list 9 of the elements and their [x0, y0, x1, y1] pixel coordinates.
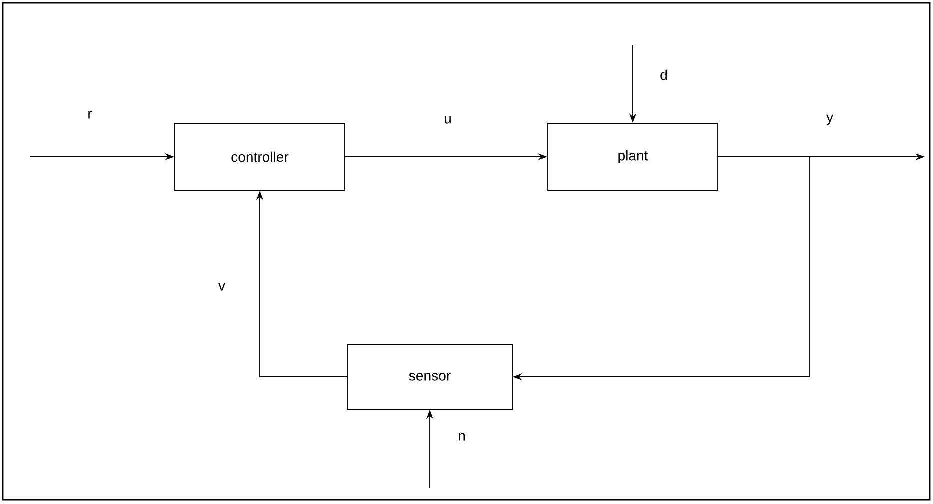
block-box: sensor	[347, 344, 513, 410]
signal-label: u	[445, 116, 451, 124]
signal-label: v	[218, 283, 226, 291]
block-box: controller	[174, 123, 346, 191]
signal-label: r	[88, 111, 92, 119]
signal-label: y	[826, 114, 834, 126]
signal-label: d	[660, 70, 667, 80]
block-box: plant	[548, 123, 718, 191]
signal-label: n	[459, 433, 465, 441]
